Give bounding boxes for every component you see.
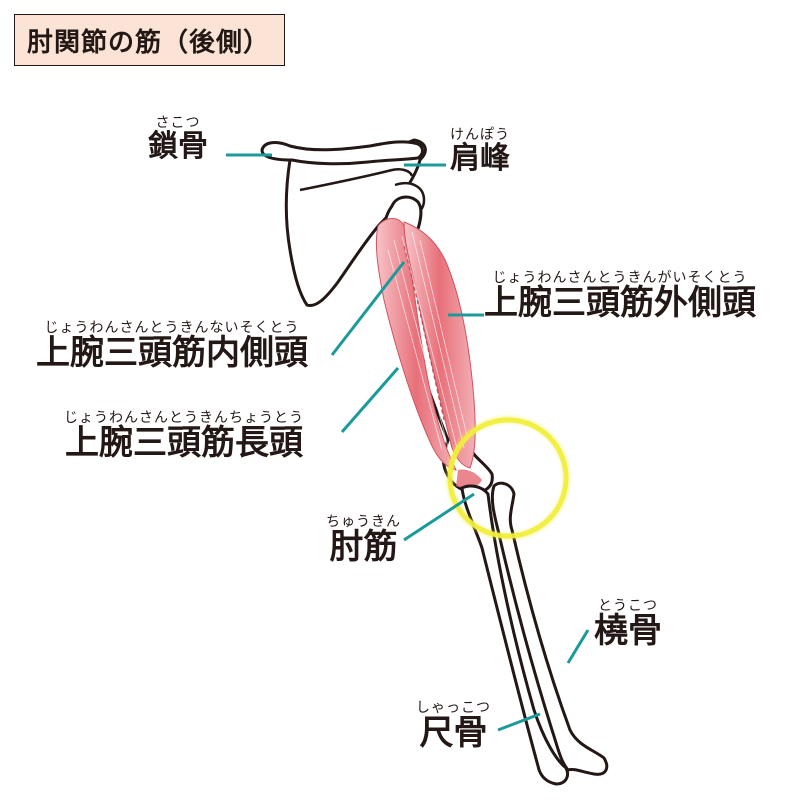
label-radius-text: 橈骨 [594,611,662,651]
label-triceps-long: じょうわんさんとうきんちょうとう 上腕三頭筋長頭 [64,410,304,462]
label-triceps-lateral-text: 上腕三頭筋外側頭 [484,283,756,323]
clavicle-shape [260,140,424,166]
label-triceps-lateral: じょうわんさんとうきんがいそくとう 上腕三頭筋外側頭 [484,270,756,322]
label-triceps-long-text: 上腕三頭筋長頭 [65,423,303,463]
label-clavicle-text: 鎖骨 [148,129,208,164]
label-anconeus: ちゅうきん 肘筋 [326,514,401,566]
label-acromion-text: 肩峰 [450,141,510,176]
label-clavicle: さこつ 鎖骨 [148,115,208,163]
label-acromion-ruby: けんぽう [450,127,510,143]
label-triceps-medial: じょうわんさんとうきんないそくとう 上腕三頭筋内側頭 [36,320,308,372]
leader-triceps-medial [330,261,406,356]
diagram-title: 肘関節の筋（後側） [27,27,271,58]
label-acromion: けんぽう 肩峰 [450,127,510,175]
label-radius-ruby: とうこつ [598,598,658,614]
label-ulna: しゃっこつ 尺骨 [416,700,491,752]
leader-radius [566,629,590,664]
label-anconeus-ruby: ちゅうきん [326,514,401,530]
label-triceps-medial-ruby: じょうわんさんとうきんないそくとう [44,320,300,336]
label-triceps-long-ruby: じょうわんさんとうきんちょうとう [64,410,304,426]
label-ulna-text: 尺骨 [419,713,488,753]
leader-triceps-long [340,367,400,433]
label-ulna-ruby: しゃっこつ [416,700,491,716]
leader-anconeus [403,492,475,542]
leader-ulna [497,712,541,732]
label-radius: とうこつ 橈骨 [594,598,662,650]
title-box: 肘関節の筋（後側） [14,14,286,66]
label-triceps-medial-text: 上腕三頭筋内側頭 [36,333,308,373]
leader-lines [226,153,590,732]
label-clavicle-ruby: さこつ [155,115,201,131]
label-triceps-lateral-ruby: じょうわんさんとうきんがいそくとう [492,270,748,286]
scapular-spine [299,168,414,192]
label-anconeus-text: 肘筋 [329,527,398,567]
